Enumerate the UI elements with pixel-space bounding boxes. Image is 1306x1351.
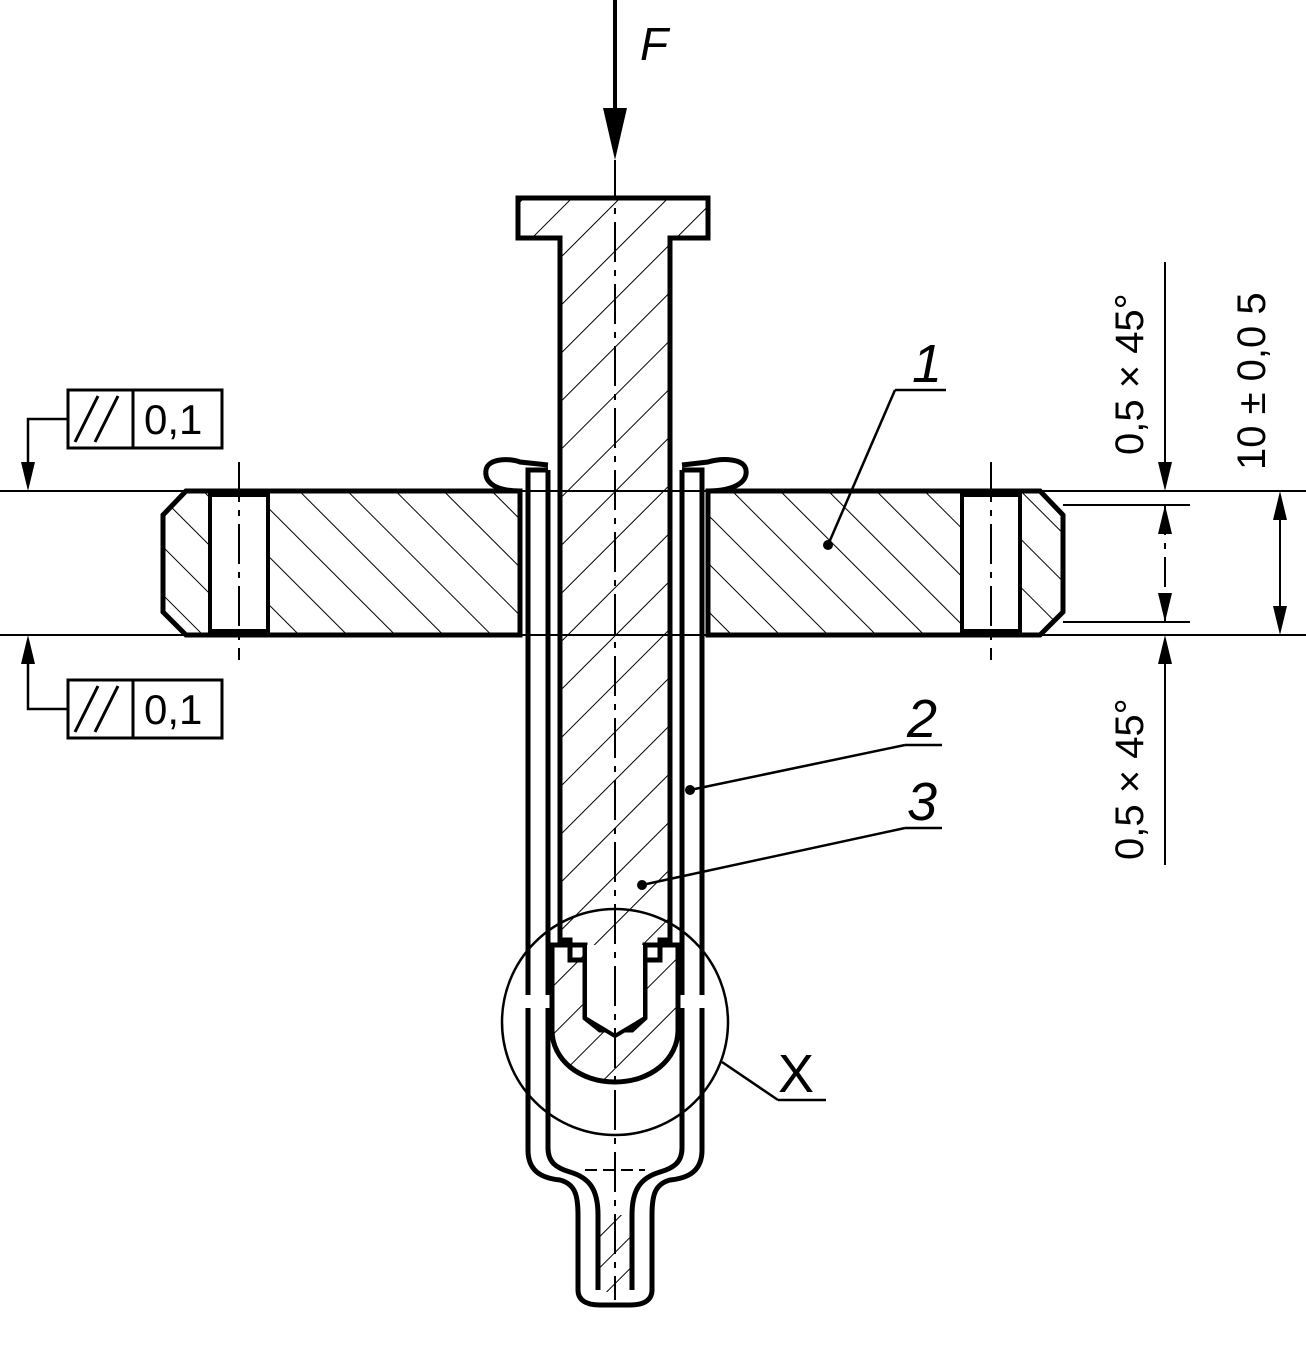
chamfer-bottom-label: 0,5 × 45° xyxy=(1108,698,1152,860)
tolerance-top-value: 0,1 xyxy=(144,396,202,443)
leader-lines xyxy=(641,388,946,887)
tolerance-frame-top xyxy=(21,388,224,491)
callout-2: 2 xyxy=(906,689,937,749)
sleeve xyxy=(483,457,749,1308)
plate-right xyxy=(705,462,1066,660)
parallel-symbol-top xyxy=(73,395,100,443)
callout-detail-x: X xyxy=(778,1044,814,1104)
dimension-arrows xyxy=(1158,462,1287,664)
thickness-label: 10 ± 0,0 5 xyxy=(1230,292,1274,470)
chamfer-top-label: 0,5 × 45° xyxy=(1108,293,1152,455)
callout-3: 3 xyxy=(907,772,937,832)
force-arrow xyxy=(603,0,627,160)
parallel-symbol-bottom xyxy=(73,685,100,733)
force-label: F xyxy=(640,18,671,70)
leader-dot-1 xyxy=(823,540,833,550)
tolerance-bottom-value: 0,1 xyxy=(144,686,202,733)
plate-left xyxy=(160,462,523,660)
leader-dot-3 xyxy=(637,880,647,890)
callout-1: 1 xyxy=(912,334,942,394)
leader-dot-2 xyxy=(685,785,695,795)
detail-circle xyxy=(500,907,826,1137)
tolerance-frame-bottom xyxy=(21,635,224,740)
